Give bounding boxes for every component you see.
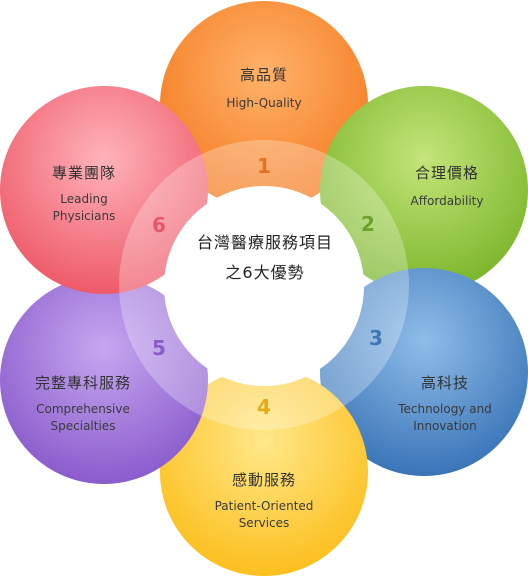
title-zh: 感動服務 (231, 471, 296, 489)
title-zh: 高品質 (239, 66, 288, 84)
petal-technology (320, 268, 528, 476)
label-technology: 高科技 Technology and Innovation (380, 372, 510, 435)
title-zh: 專業團隊 (51, 164, 116, 182)
petal-high-quality (160, 1, 368, 209)
title-en: Comprehensive Specialties (36, 402, 130, 433)
title-en: Leading Physicians (52, 192, 116, 223)
number-6: 6 (152, 213, 166, 237)
number-2: 2 (361, 212, 375, 236)
title-en: Patient-Oriented Services (214, 499, 314, 530)
title-en: High-Quality (226, 96, 302, 110)
center-circle (164, 186, 364, 386)
petal-affordability (320, 86, 528, 294)
label-leading-physicians: 專業團隊 Leading Physicians (24, 162, 144, 225)
title-en: Technology and Innovation (398, 402, 492, 433)
label-comprehensive: 完整專科服務 Comprehensive Specialties (18, 372, 148, 435)
label-high-quality: 高品質 High-Quality (194, 64, 334, 112)
petal-comprehensive (0, 276, 208, 484)
label-affordability: 合理價格 Affordability (384, 162, 510, 210)
label-patient-oriented: 感動服務 Patient-Oriented Services (189, 469, 339, 532)
title-zh: 完整專科服務 (34, 374, 131, 392)
number-4: 4 (257, 395, 271, 419)
number-1: 1 (257, 154, 271, 178)
number-5: 5 (152, 336, 166, 360)
title-en: Affordability (410, 194, 484, 208)
number-3: 3 (369, 326, 383, 350)
title-zh: 合理價格 (414, 164, 479, 182)
center-line-2: 之6大優勢 (225, 263, 305, 282)
center-title: 台灣醫療服務項目 之6大優勢 (165, 230, 365, 286)
title-zh: 高科技 (420, 374, 469, 392)
petal-leading-physicians (0, 86, 208, 294)
petal-patient-oriented (160, 368, 368, 576)
center-line-1: 台灣醫療服務項目 (196, 233, 333, 252)
